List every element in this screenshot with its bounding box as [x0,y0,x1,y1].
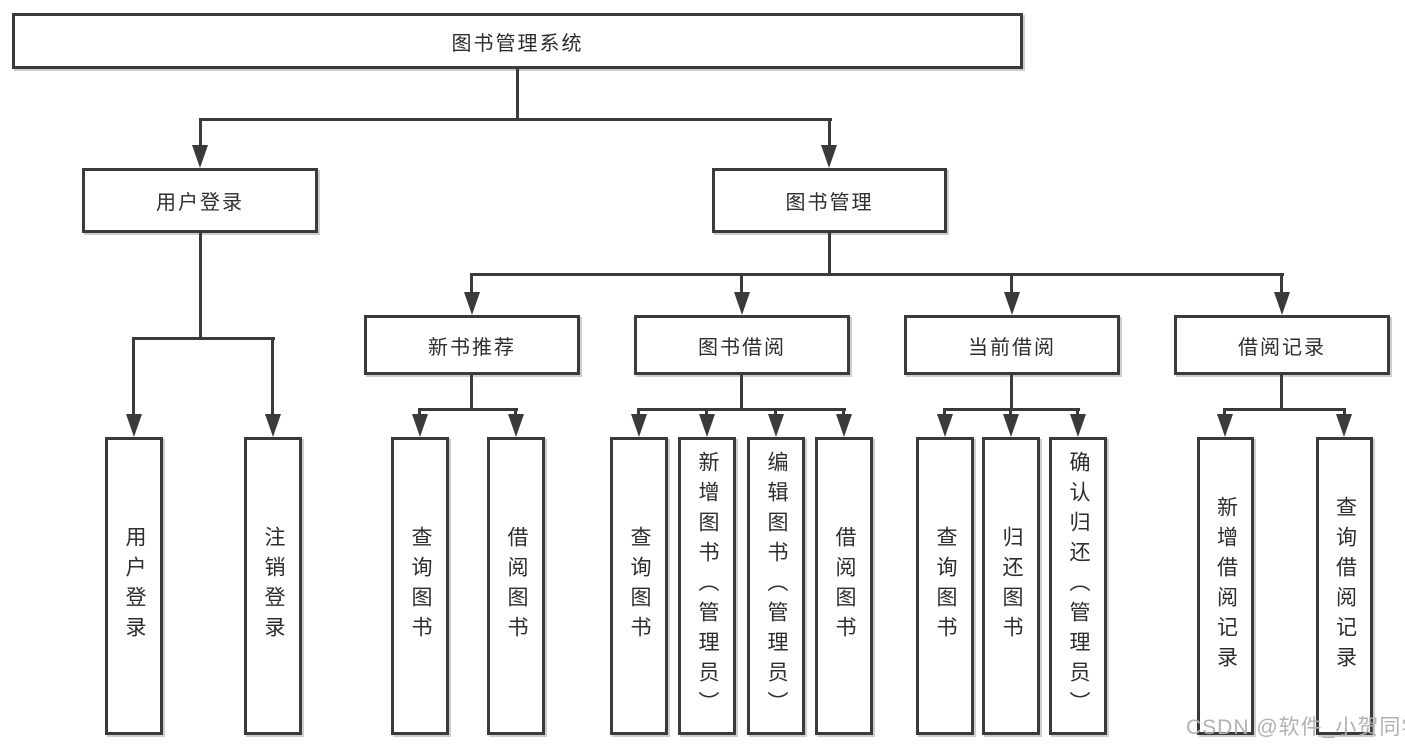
connector-line [271,337,274,417]
connector-line [740,375,743,408]
node-label: 用户登录 [123,526,146,646]
arrow-down-icon [265,414,281,437]
node-label: 查询图书 [934,526,957,646]
node-label: 用户登录 [156,192,244,214]
connector-line [470,273,1284,276]
connector-line [1223,408,1346,411]
arrow-down-icon [192,145,208,168]
node-label: 注销登录 [262,526,285,646]
node-label: 图书管理 [785,192,874,214]
node-user-login: 用户登录 [82,168,318,233]
node-label: 新增借阅记录 [1214,496,1238,676]
connector-line [1009,408,1012,417]
connector-line [516,69,519,118]
connector-line [842,408,845,417]
leaf-query-borrow-record: 查询借阅记录 [1316,437,1373,735]
arrow-down-icon [699,414,715,437]
arrow-down-icon [1274,292,1290,315]
connector-line [1223,408,1226,417]
node-label: 确认归还（管理员） [1067,451,1090,721]
arrow-down-icon [1336,414,1352,437]
connector-line [132,337,135,417]
connector-line [199,118,832,121]
connector-line [637,408,640,417]
node-label: 借阅图书 [833,526,856,646]
leaf-add-book-admin: 新增图书（管理员） [678,437,736,735]
arrow-down-icon [734,292,750,315]
arrow-down-icon [464,292,480,315]
connector-line [740,273,743,295]
connector-line [1280,375,1283,408]
connector-line [828,233,831,273]
leaf-borrow-books-recommend: 借阅图书 [487,437,545,735]
connector-line [418,408,518,411]
node-book-borrow: 图书借阅 [634,315,850,375]
leaf-confirm-return-admin: 确认归还（管理员） [1049,437,1107,735]
connector-line [1343,408,1346,417]
arrow-down-icon [412,414,428,437]
node-root: 图书管理系统 [12,13,1023,69]
node-label: 新增图书（管理员） [696,451,719,721]
arrow-down-icon [1217,414,1233,437]
leaf-query-books-borrow: 查询图书 [610,437,668,735]
node-label: 查询借阅记录 [1333,496,1357,676]
connector-line [132,337,275,340]
arrow-down-icon [508,414,524,437]
node-label: 借阅图书 [505,526,528,646]
leaf-borrow-books: 借阅图书 [815,437,873,735]
connector-line [199,118,202,148]
node-new-book-recommend: 新书推荐 [364,315,580,375]
leaf-return-books: 归还图书 [982,437,1040,735]
node-label: 编辑图书（管理员） [765,451,788,721]
leaf-query-books-current: 查询图书 [916,437,974,735]
connector-line [1010,273,1013,295]
node-label: 当前借阅 [968,336,1056,359]
node-label: 查询图书 [409,526,432,646]
arrow-down-icon [631,414,647,437]
connector-line [705,408,708,417]
arrow-down-icon [937,414,953,437]
node-label: 新书推荐 [428,336,516,359]
node-borrow-records: 借阅记录 [1174,315,1390,375]
connector-line [1280,273,1283,295]
arrow-down-icon [1003,414,1019,437]
node-label: 图书管理系统 [451,32,584,55]
connector-line [470,273,473,295]
arrow-down-icon [1004,292,1020,315]
connector-line [828,118,831,148]
watermark: CSDN @软件_小贺同学 [1186,716,1405,739]
connector-line [637,408,846,411]
arrow-down-icon [126,414,142,437]
arrow-down-icon [836,414,852,437]
node-label: 图书借阅 [698,336,786,359]
connector-line [470,375,473,408]
connector-line [199,233,202,337]
node-current-borrow: 当前借阅 [904,315,1120,375]
leaf-add-borrow-record: 新增借阅记录 [1197,437,1254,735]
arrow-down-icon [1070,414,1086,437]
node-label: 查询图书 [628,526,651,646]
connector-line [774,408,777,417]
connector-line [1076,408,1079,417]
arrow-down-icon [768,414,784,437]
connector-line [1010,375,1013,408]
arrow-down-icon [821,145,837,168]
node-book-management: 图书管理 [712,168,947,233]
leaf-user-login: 用户登录 [105,437,163,735]
connector-line [943,408,946,417]
leaf-logout: 注销登录 [244,437,302,735]
node-label: 归还图书 [1000,526,1023,646]
leaf-query-books-recommend: 查询图书 [391,437,449,735]
connector-line [514,408,517,417]
leaf-edit-book-admin: 编辑图书（管理员） [747,437,805,735]
node-label: 借阅记录 [1238,336,1326,359]
connector-line [418,408,421,417]
